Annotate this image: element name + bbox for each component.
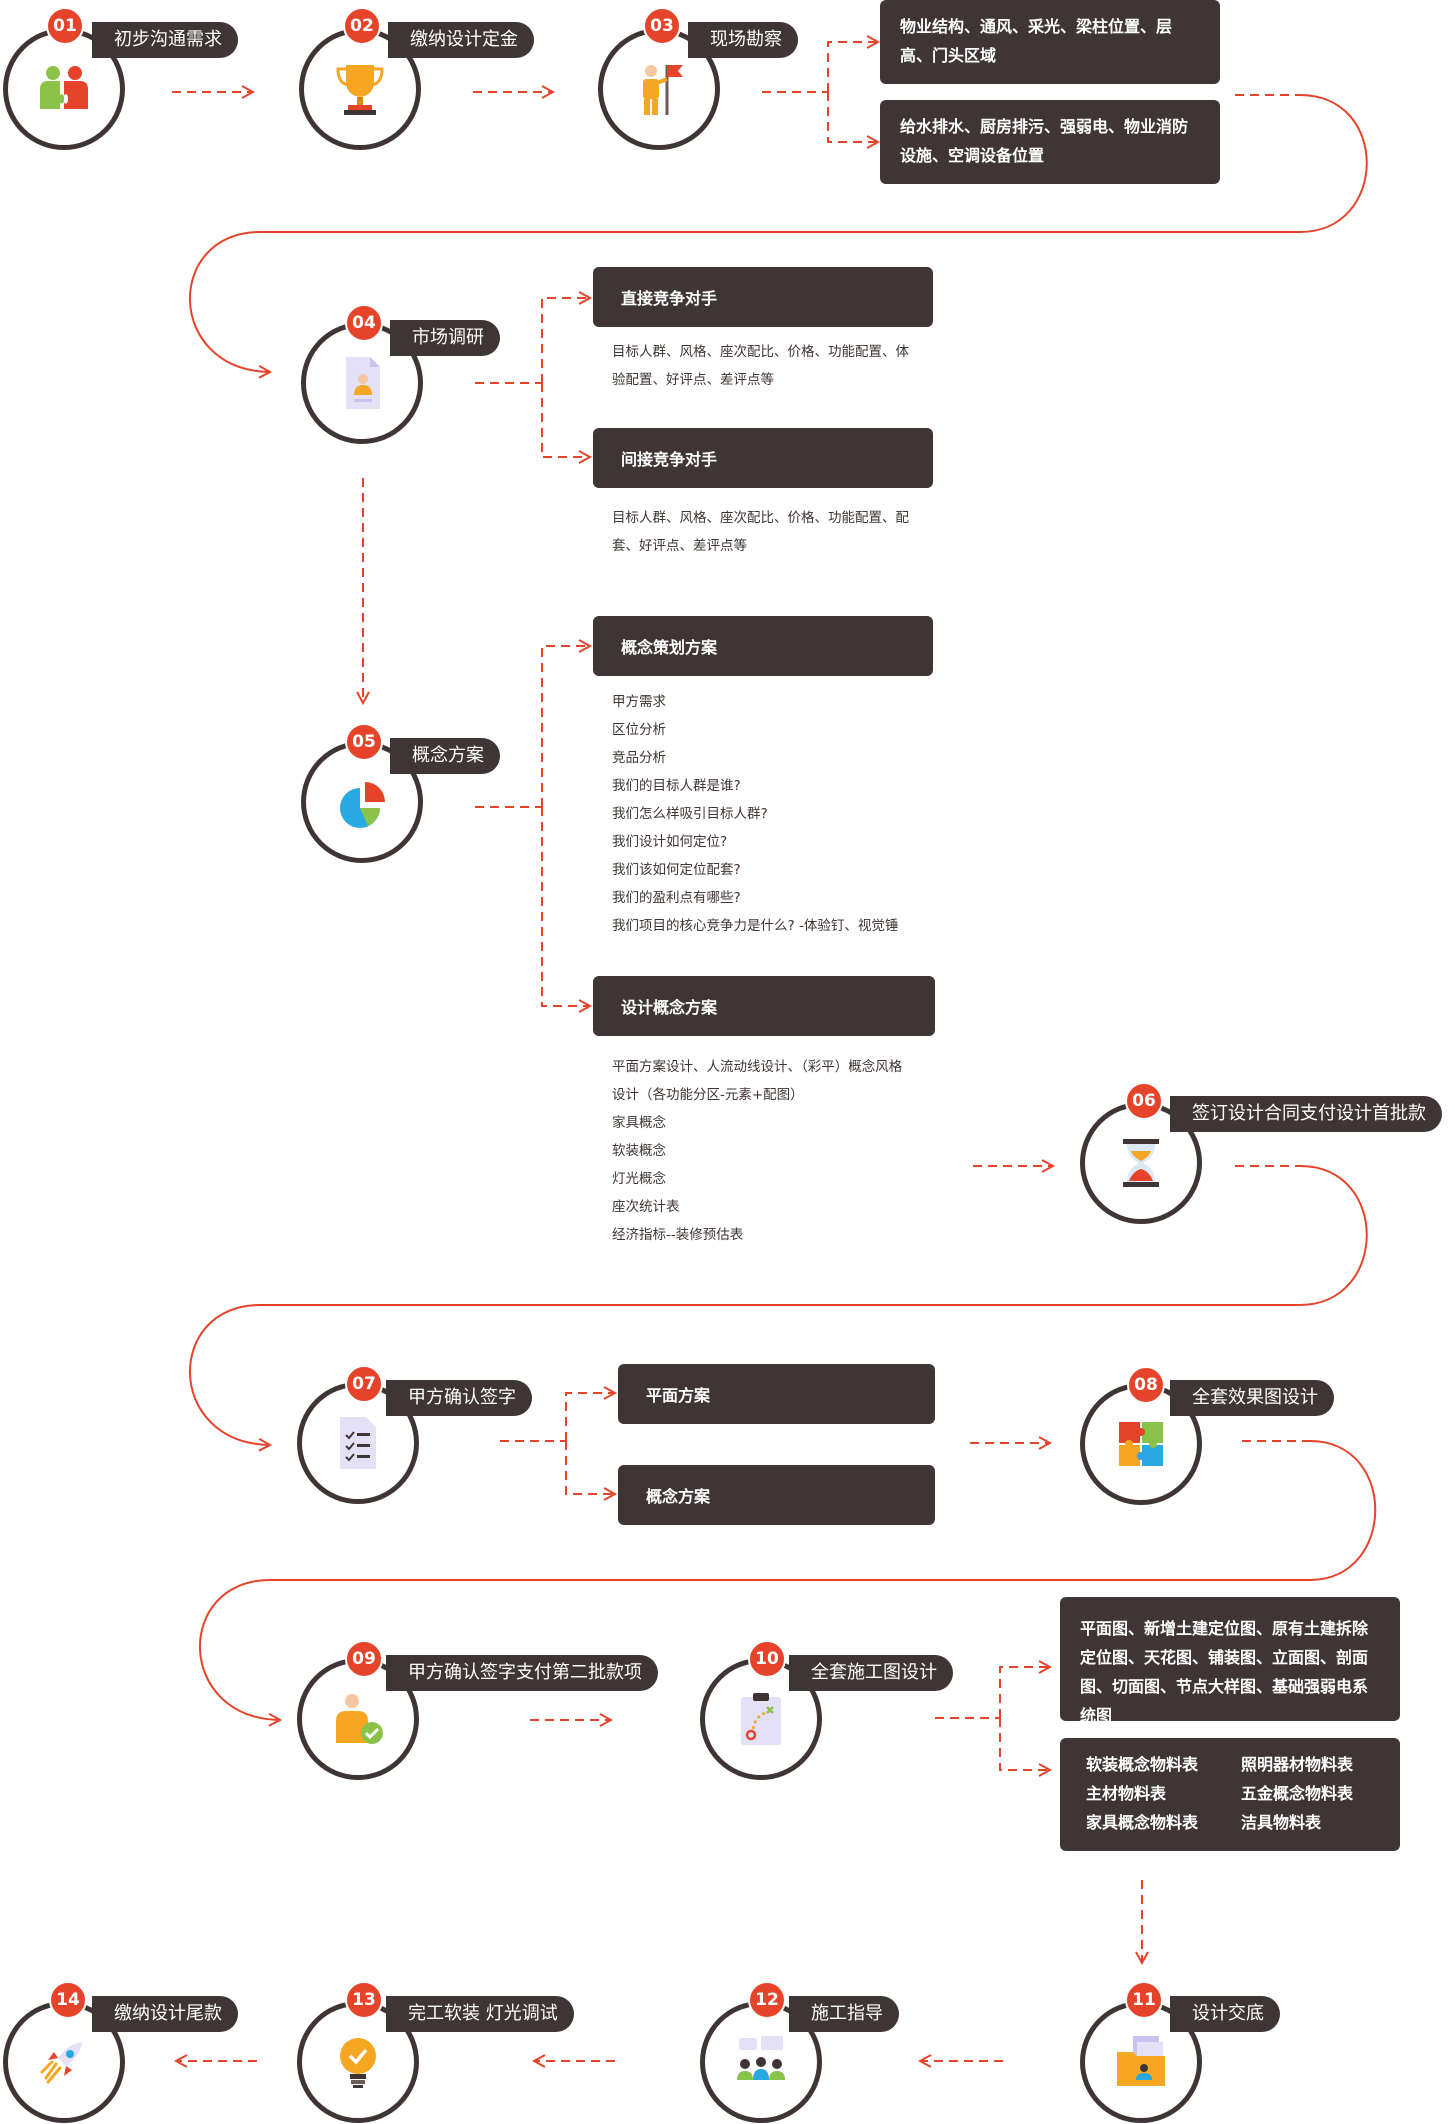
step-13-number: 13: [345, 1981, 383, 2019]
step-11-number: 11: [1125, 1981, 1163, 2019]
branch-04-top: [541, 298, 590, 383]
curve-06-07: [189, 1165, 1368, 1445]
step-05-number: 05: [345, 723, 383, 761]
note-line: 我们该如何定位配套?: [612, 862, 741, 878]
step-05-label: 概念方案: [390, 738, 500, 774]
note-line: 区位分析: [612, 722, 666, 738]
step-09-number: 09: [345, 1640, 383, 1678]
step-13-label: 完工软装 灯光调试: [386, 1996, 574, 2032]
note-line: 平面方案设计、人流动线设计、（彩平）概念风格: [612, 1059, 903, 1075]
material-item: 软装概念物料表: [1086, 1755, 1199, 1774]
note-line: 我们项目的核心竞争力是什么? -体验钉、视觉锤: [612, 918, 899, 934]
folder-person-icon: [1117, 2036, 1165, 2086]
step-12-label: 施工指导: [789, 1996, 899, 2032]
note-line: 甲方需求: [612, 694, 666, 710]
direct-competitor-notes: 目标人群、风格、座次配比、价格、功能配置、体 验配置、好评点、差评点等: [612, 338, 942, 394]
step-14-label: 缴纳设计尾款: [92, 1996, 238, 2032]
checklist-icon: [340, 1417, 376, 1469]
note-line: 设计（各功能分区-元素+配图）: [612, 1087, 804, 1103]
step-11-label: 设计交底: [1170, 1996, 1280, 2032]
design-concept-notes: 平面方案设计、人流动线设计、（彩平）概念风格 设计（各功能分区-元素+配图） 家…: [612, 1053, 952, 1249]
note-line: 我们的盈利点有哪些?: [612, 890, 741, 906]
note-line: 座次统计表: [612, 1199, 680, 1215]
material-item: 家具概念物料表: [1086, 1813, 1199, 1832]
note-line: 套、好评点、差评点等: [612, 538, 747, 554]
survey-box-utilities: 给水排水、厨房排污、强弱电、物业消防设施、空调设备位置: [880, 100, 1220, 184]
concept-scheme-box: 概念方案: [618, 1465, 935, 1525]
branch-10-top: [999, 1667, 1050, 1718]
hourglass-icon: [1123, 1139, 1159, 1187]
plan-scheme-box: 平面方案: [618, 1364, 935, 1424]
note-line: 灯光概念: [612, 1171, 666, 1187]
step-08-label: 全套效果图设计: [1170, 1380, 1334, 1416]
note-line: 目标人群、风格、座次配比、价格、功能配置、体: [612, 344, 909, 360]
document-person-icon: [346, 357, 380, 409]
survey-box-structure: 物业结构、通风、采光、梁柱位置、层高、门头区域: [880, 0, 1220, 84]
step-10-circle: [700, 1658, 822, 1780]
step-06-number: 06: [1125, 1082, 1163, 1120]
branch-07-bottom: [565, 1441, 615, 1494]
indirect-competitor-notes: 目标人群、风格、座次配比、价格、功能配置、配 套、好评点、差评点等: [612, 504, 942, 560]
rocket-icon: [40, 2042, 82, 2084]
branch-04-bottom: [541, 383, 590, 457]
step-12-number: 12: [748, 1981, 786, 2019]
branch-05-top: [541, 646, 590, 807]
direct-competitor-box: 直接竞争对手: [593, 267, 933, 327]
step-02-label: 缴纳设计定金: [388, 22, 534, 58]
step-10-number: 10: [748, 1640, 786, 1678]
pie-chart-icon: [340, 782, 385, 828]
step-01-number: 01: [46, 7, 84, 45]
material-lists-box: 软装概念物料表 照明器材物料表 主材物料表 五金概念物料表 家具概念物料表 洁具…: [1060, 1738, 1400, 1851]
step-02-number: 02: [343, 7, 381, 45]
step-08-number: 08: [1127, 1366, 1165, 1404]
indirect-competitor-box: 间接竞争对手: [593, 428, 933, 488]
step-06-label: 签订设计合同支付设计首批款: [1170, 1096, 1442, 1132]
note-line: 目标人群、风格、座次配比、价格、功能配置、配: [612, 510, 909, 526]
step-04-number: 04: [345, 304, 383, 342]
material-item: 五金概念物料表: [1241, 1784, 1354, 1803]
concept-plan-notes: 甲方需求 区位分析 竞品分析 我们的目标人群是谁? 我们怎么样吸引目标人群? 我…: [612, 688, 952, 940]
material-item: 主材物料表: [1086, 1784, 1167, 1803]
branch-03-bottom: [827, 92, 878, 142]
curve-08-09: [199, 1440, 1377, 1720]
step-01-label: 初步沟通需求: [92, 22, 238, 58]
step-04-circle: [301, 322, 423, 444]
step-11-circle: [1080, 2001, 1202, 2123]
note-line: 家具概念: [612, 1115, 666, 1131]
team-chat-icon: [737, 2036, 785, 2080]
step-10-label: 全套施工图设计: [789, 1655, 953, 1691]
strategy-board-icon: [741, 1693, 781, 1745]
note-line: 软装概念: [612, 1143, 666, 1159]
step-03-number: 03: [643, 7, 681, 45]
step-04-label: 市场调研: [390, 320, 500, 356]
people-puzzle-icon: [40, 66, 88, 109]
material-item: 洁具物料表: [1241, 1813, 1322, 1832]
concept-plan-box: 概念策划方案: [593, 616, 933, 676]
note-line: 经济指标--装修预估表: [612, 1227, 744, 1243]
branch-07-top: [565, 1393, 615, 1441]
note-line: 我们设计如何定位?: [612, 834, 728, 850]
construction-drawings-box: 平面图、新增土建定位图、原有土建拆除定位图、天花图、铺装图、立面图、剖面图、切面…: [1060, 1597, 1400, 1725]
step-07-label: 甲方确认签字: [386, 1380, 532, 1416]
step-03-label: 现场勘察: [688, 22, 798, 58]
material-item: 照明器材物料表: [1241, 1755, 1354, 1774]
branch-03-top: [827, 42, 878, 92]
note-line: 我们的目标人群是谁?: [612, 778, 741, 794]
puzzle-icon: [1119, 1422, 1163, 1466]
flag-person-icon: [643, 65, 683, 115]
trophy-icon: [336, 65, 384, 115]
note-line: 我们怎么样吸引目标人群?: [612, 806, 768, 822]
branch-05-bottom: [541, 807, 590, 1006]
curve-03-04: [189, 94, 1368, 372]
note-line: 验配置、好评点、差评点等: [612, 372, 774, 388]
step-14-number: 14: [49, 1981, 87, 2019]
person-check-icon: [336, 1694, 383, 1744]
design-concept-box: 设计概念方案: [593, 976, 935, 1036]
step-09-label: 甲方确认签字支付第二批款项: [386, 1655, 658, 1691]
lightbulb-check-icon: [340, 2038, 376, 2088]
note-line: 竞品分析: [612, 750, 666, 766]
step-07-number: 07: [345, 1365, 383, 1403]
branch-10-bottom: [999, 1718, 1050, 1770]
